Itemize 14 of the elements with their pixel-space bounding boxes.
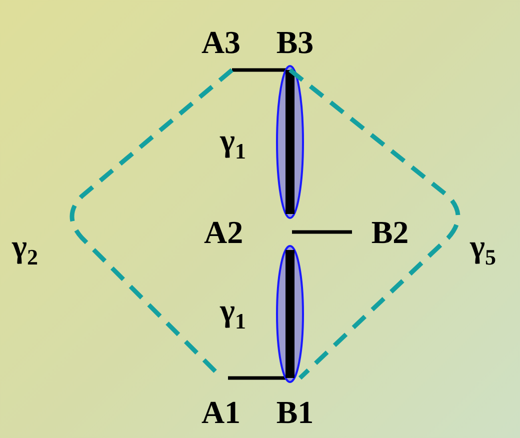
point-label: A2 — [204, 214, 244, 250]
edge-label: γ$_{2}$ — [12, 228, 38, 272]
point-label: B3 — [276, 24, 314, 60]
dashed-curve — [288, 68, 460, 380]
point-label: A3 — [201, 24, 241, 60]
edge-label: γ$_{1}$ — [220, 122, 246, 166]
edge-label: γ$_{5}$ — [470, 228, 496, 272]
line-segment — [292, 230, 352, 234]
point-label: B2 — [371, 214, 409, 250]
point-label: B1 — [276, 394, 314, 430]
thick-line — [286, 250, 294, 378]
thick-line — [286, 70, 294, 214]
edge-label: γ$_{1}$ — [220, 292, 246, 336]
point-label: A1 — [201, 394, 241, 430]
